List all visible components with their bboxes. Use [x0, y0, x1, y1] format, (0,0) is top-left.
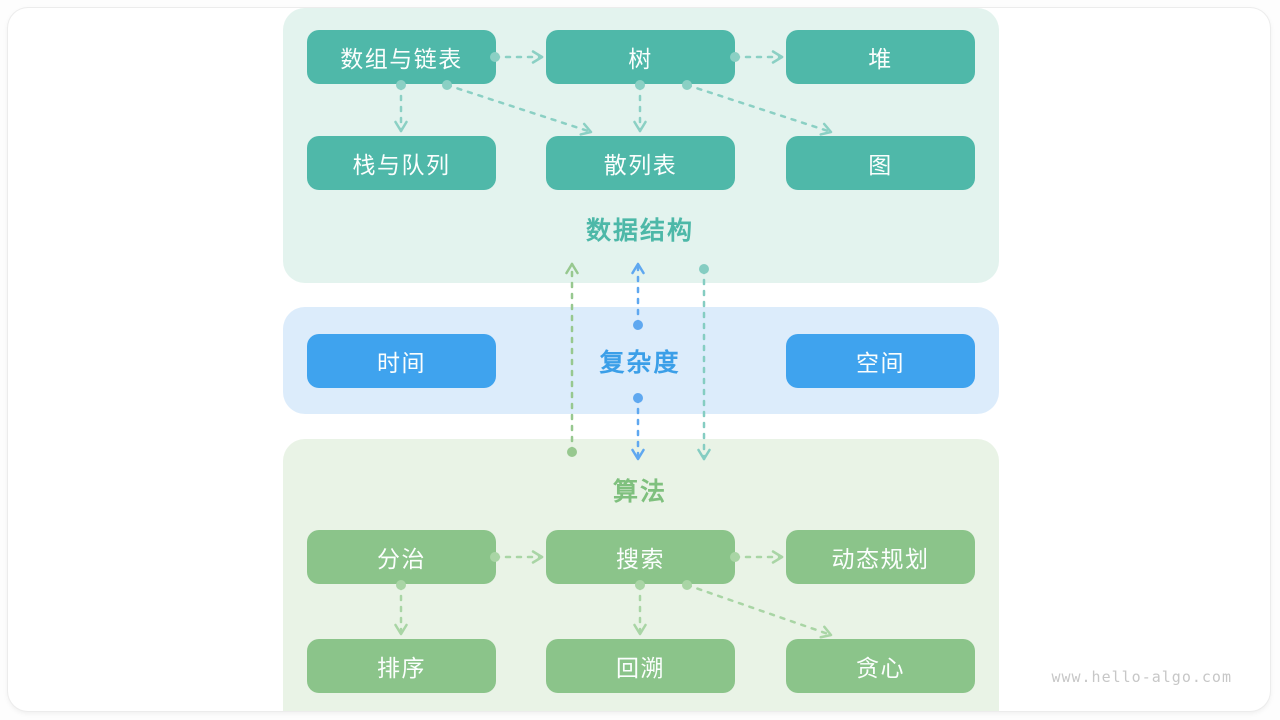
node-sorting: 排序 — [307, 639, 496, 693]
node-stack-queue: 栈与队列 — [307, 136, 496, 190]
section-label-complexity: 复杂度 — [599, 349, 681, 377]
site-watermark: www.hello-algo.com — [1051, 668, 1232, 686]
node-divide-conquer: 分治 — [307, 530, 496, 584]
node-time: 时间 — [307, 334, 496, 388]
node-search: 搜索 — [546, 530, 735, 584]
node-tree: 树 — [546, 30, 735, 84]
node-backtracking: 回溯 — [546, 639, 735, 693]
node-hash-table: 散列表 — [546, 136, 735, 190]
node-dynamic-programming: 动态规划 — [786, 530, 975, 584]
section-label-algorithms: 算法 — [612, 478, 668, 506]
node-graph: 图 — [786, 136, 975, 190]
node-space: 空间 — [786, 334, 975, 388]
figure-card: 数据结构复杂度算法 数组与链表树堆栈与队列散列表图时间 空间分治搜索动态规划排序回溯… — [8, 8, 1270, 711]
node-greedy: 贪心 — [786, 639, 975, 693]
node-arrays-linked-lists: 数组与链表 — [307, 30, 496, 84]
node-heap: 堆 — [786, 30, 975, 84]
section-label-data-structures: 数据结构 — [585, 217, 695, 245]
